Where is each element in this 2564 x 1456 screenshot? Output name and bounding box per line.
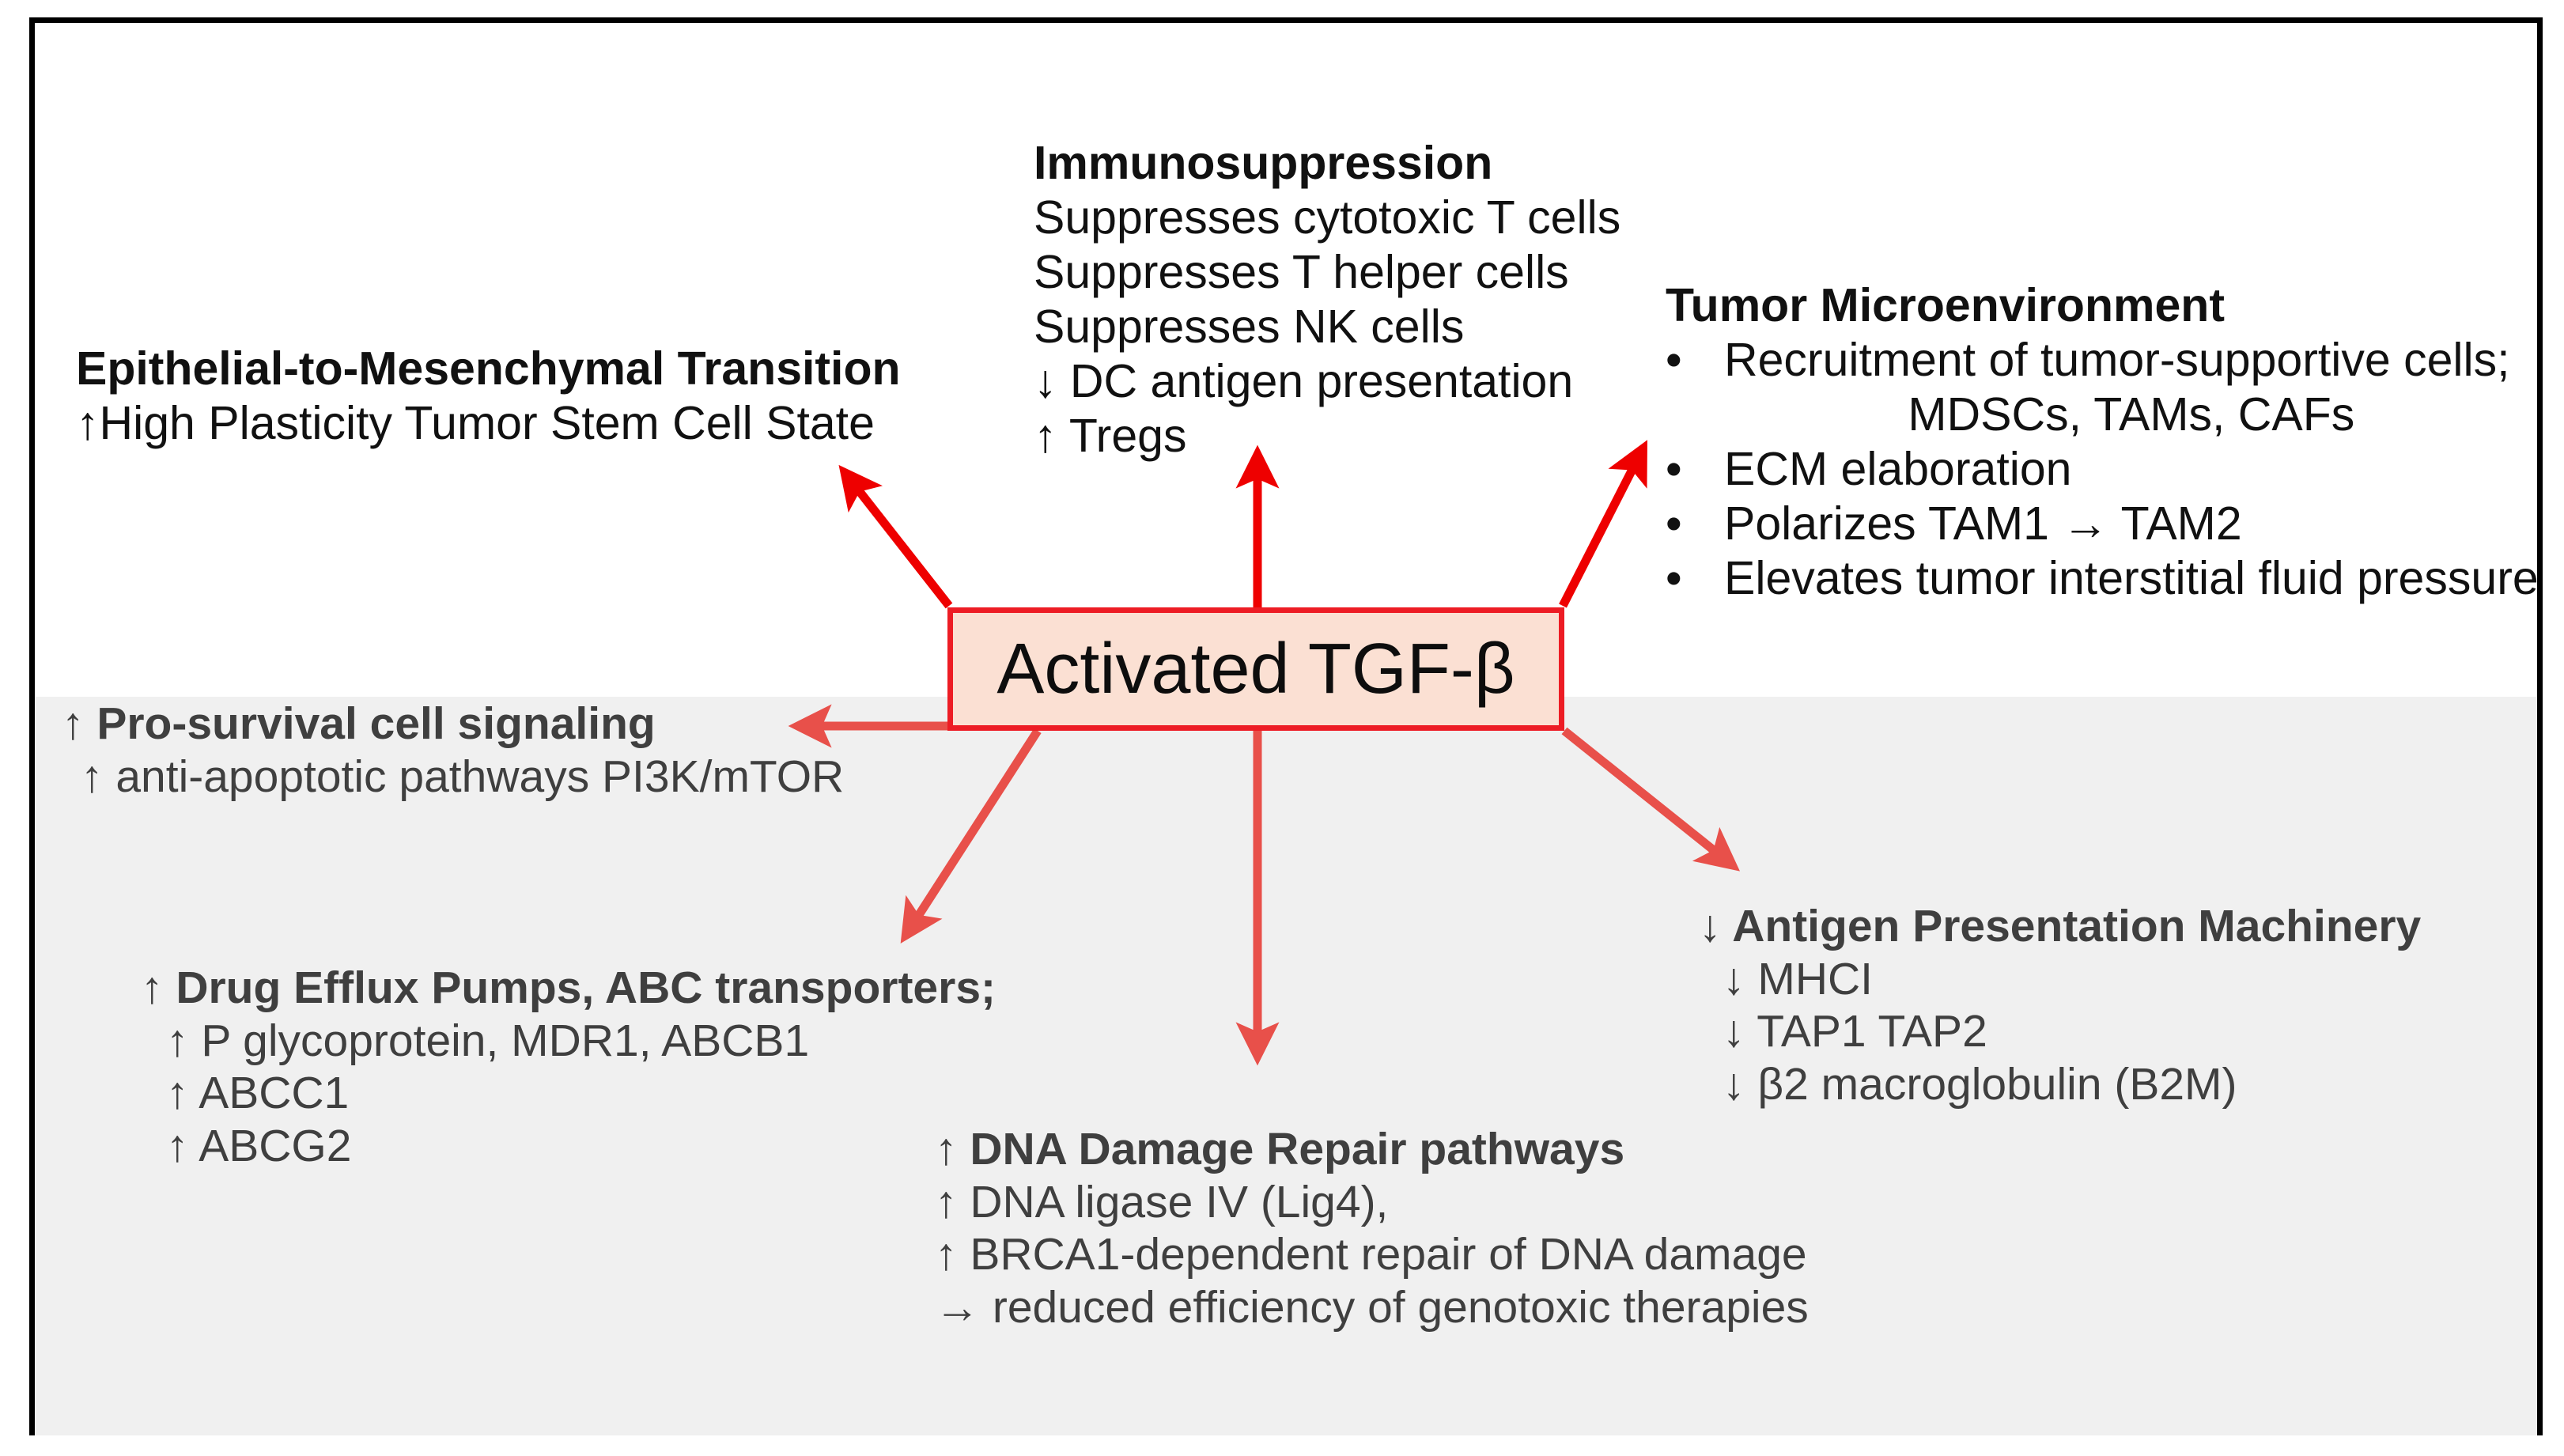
immunosuppression-heading: Immunosuppression <box>1034 137 1493 189</box>
drug-efflux-pumps-block: ↑ Drug Efflux Pumps, ABC transporters; ↑… <box>141 962 996 1173</box>
immunosuppression-line-4: ↓ DC antigen presentation <box>1034 355 1574 408</box>
dna-damage-repair-block: ↑ DNA Damage Repair pathways ↑ DNA ligas… <box>935 1123 1809 1334</box>
immunosuppression-block: Immunosuppression Suppresses cytotoxic T… <box>1034 136 1620 463</box>
dna-damage-repair-line-2: ↑ BRCA1-dependent repair of DNA damage <box>935 1229 1807 1280</box>
pro-survival-cell-signaling-block: ↑ Pro-survival cell signaling ↑ anti-apo… <box>62 698 844 803</box>
bullet-icon: • <box>1666 552 1682 605</box>
antigen-presentation-heading: ↓ Antigen Presentation Machinery <box>1699 901 2422 951</box>
tumor-microenvironment-heading: Tumor Microenvironment <box>1666 279 2225 331</box>
tme-bullet-1-sub: MDSCs, TAMs, CAFs <box>1666 388 2539 442</box>
bullet-icon: • <box>1666 443 1682 496</box>
figure-frame <box>29 17 2543 1435</box>
drug-efflux-line-3: ↑ ABCG2 <box>166 1121 352 1172</box>
tme-bullet-4: • Elevates tumor interstitial fluid pres… <box>1666 551 2539 606</box>
antigen-presentation-machinery-block: ↓ Antigen Presentation Machinery ↓ MHCI … <box>1699 900 2421 1111</box>
immunosuppression-line-1: Suppresses cytotoxic T cells <box>1034 191 1621 244</box>
tme-bullet-3: • Polarizes TAM1 → TAM2 <box>1666 497 2539 551</box>
activated-tgf-beta-node[interactable]: Activated TGF-β <box>947 607 1564 731</box>
activated-tgf-beta-label: Activated TGF-β <box>996 630 1515 709</box>
dna-damage-repair-heading: ↑ DNA Damage Repair pathways <box>935 1124 1625 1174</box>
antigen-presentation-line-3: ↓ β2 macroglobulin (B2M) <box>1723 1059 2237 1110</box>
bullet-icon: • <box>1666 497 1682 550</box>
shaded-lower-band <box>35 697 2537 1435</box>
tme-bullet-1-sub-text: MDSCs, TAMs, CAFs <box>1908 388 2355 441</box>
emt-line-1: ↑High Plasticity Tumor Stem Cell State <box>76 397 875 450</box>
pro-survival-line-1: ↑ anti-apoptotic pathways PI3K/mTOR <box>81 751 845 802</box>
immunosuppression-line-2: Suppresses T helper cells <box>1034 246 1569 299</box>
pro-survival-heading: ↑ Pro-survival cell signaling <box>62 698 656 749</box>
antigen-presentation-line-1: ↓ MHCI <box>1723 953 1873 1004</box>
emt-heading: Epithelial-to-Mesenchymal Transition <box>76 342 901 395</box>
tme-bullet-3-text: Polarizes TAM1 → TAM2 <box>1724 497 2242 550</box>
epithelial-to-mesenchymal-transition-block: Epithelial-to-Mesenchymal Transition ↑Hi… <box>76 342 901 451</box>
immunosuppression-line-3: Suppresses NK cells <box>1034 301 1465 354</box>
dna-damage-repair-line-3: → reduced efficiency of genotoxic therap… <box>935 1282 1809 1333</box>
drug-efflux-line-1: ↑ P glycoprotein, MDR1, ABCB1 <box>166 1015 810 1066</box>
tme-bullet-1-text: Recruitment of tumor-supportive cells; <box>1724 334 2510 387</box>
tumor-microenvironment-block: Tumor Microenvironment • Recruitment of … <box>1666 278 2539 606</box>
tme-bullet-1: • Recruitment of tumor-supportive cells; <box>1666 333 2539 388</box>
tme-bullet-2-text: ECM elaboration <box>1724 443 2072 496</box>
bullet-icon: • <box>1666 334 1682 387</box>
drug-efflux-heading: ↑ Drug Efflux Pumps, ABC transporters; <box>141 962 996 1013</box>
dna-damage-repair-line-1: ↑ DNA ligase IV (Lig4), <box>935 1176 1389 1227</box>
drug-efflux-line-2: ↑ ABCC1 <box>166 1068 350 1119</box>
tme-bullet-4-text: Elevates tumor interstitial fluid pressu… <box>1724 552 2539 605</box>
tme-bullet-2: • ECM elaboration <box>1666 442 2539 497</box>
antigen-presentation-line-2: ↓ TAP1 TAP2 <box>1723 1006 1987 1057</box>
immunosuppression-line-5: ↑ Tregs <box>1034 410 1187 463</box>
